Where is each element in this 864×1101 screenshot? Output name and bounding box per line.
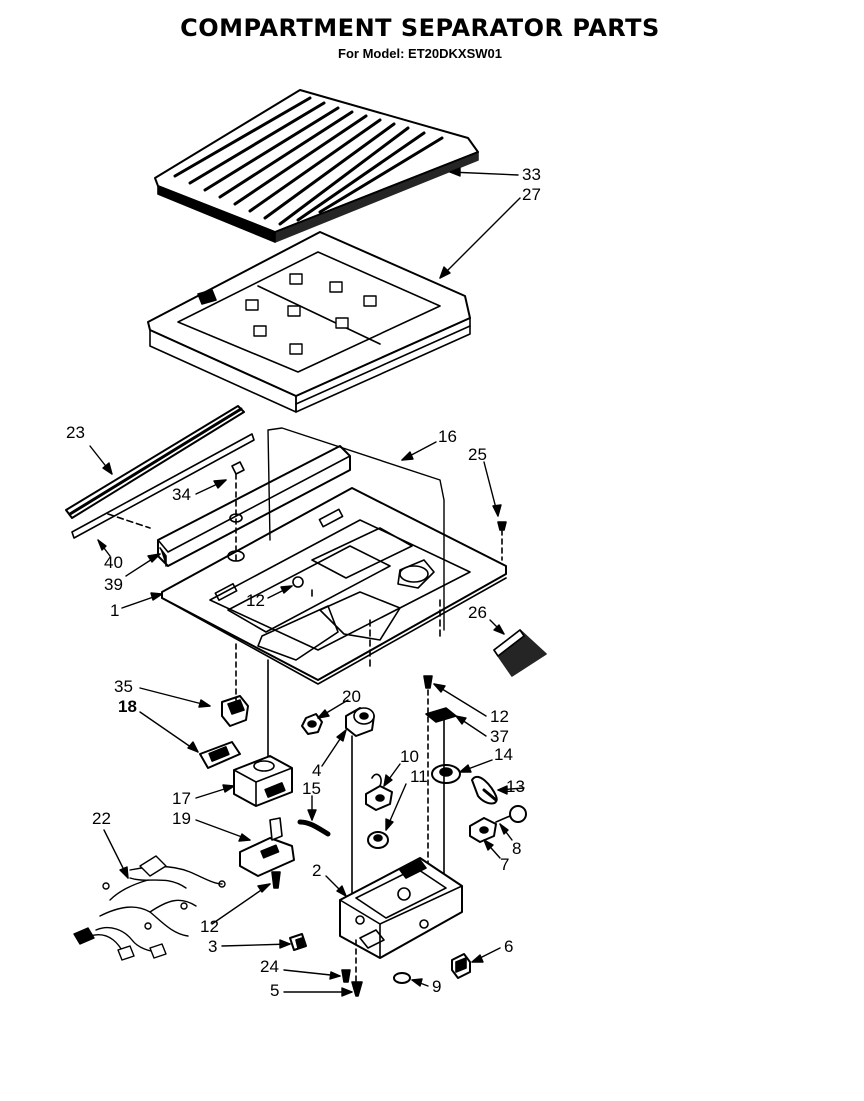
part-8-grommet[interactable] [495, 805, 527, 823]
part-1-separator-base[interactable] [161, 487, 507, 685]
part-40-gasket-strip[interactable] [71, 433, 255, 539]
part-11-knob[interactable] [367, 831, 389, 849]
callout-19: 19 [172, 809, 191, 828]
callout-39: 39 [104, 575, 123, 594]
callout-9: 9 [432, 977, 442, 996]
part-15-tube[interactable] [297, 819, 331, 837]
callout-3: 3 [208, 937, 218, 956]
part-22-wiring-harness[interactable] [73, 855, 226, 961]
page-title: COMPARTMENT SEPARATOR PARTS [180, 14, 660, 42]
callout-8: 8 [512, 839, 522, 858]
part-33-shelf-grille[interactable] [154, 89, 479, 243]
callout-17: 17 [172, 789, 191, 808]
part-19-bracket[interactable] [239, 817, 295, 877]
part-17-control-housing[interactable] [233, 755, 293, 807]
part-37-pad[interactable] [425, 707, 457, 723]
callout-5: 5 [270, 981, 280, 1000]
callout-20: 20 [342, 687, 361, 706]
part-12-plug[interactable] [292, 576, 313, 597]
callout-15: 15 [302, 779, 321, 798]
callout-37: 37 [490, 727, 509, 746]
part-9-plug[interactable] [393, 972, 411, 984]
part-5-screw[interactable] [351, 939, 363, 997]
callout-13: 13 [506, 777, 525, 796]
part-16-heater-wire[interactable] [267, 427, 445, 631]
part-39-divider-bar[interactable] [107, 445, 351, 567]
part-23-trim-strip[interactable] [65, 405, 245, 519]
callout-4: 4 [312, 761, 322, 780]
part-27-shelf-frame[interactable] [147, 231, 471, 413]
part-14-fan-motor[interactable] [431, 719, 461, 891]
part-4-damper[interactable] [345, 707, 375, 737]
part-3-clip[interactable] [289, 933, 307, 951]
leader-lines [89, 167, 525, 997]
callout-40: 40 [104, 553, 123, 572]
callout-34: 34 [172, 485, 191, 504]
part-7-bracket[interactable] [469, 817, 497, 843]
callout-27: 27 [522, 185, 541, 204]
callout-12-lower: 12 [200, 917, 219, 936]
callout-22: 22 [92, 809, 111, 828]
part-35-clip[interactable] [221, 695, 249, 727]
callout-14: 14 [494, 745, 513, 764]
callout-33: 33 [522, 165, 541, 184]
callout-6: 6 [504, 937, 514, 956]
part-20-nut[interactable] [301, 713, 323, 735]
callout-7: 7 [500, 855, 510, 874]
part-2-fan-housing[interactable] [339, 857, 463, 959]
part-24-screw[interactable] [341, 969, 351, 983]
callout-11: 11 [410, 767, 428, 786]
part-18-bezel[interactable] [199, 741, 241, 769]
callout-12-upper: 12 [246, 591, 265, 610]
callout-2: 2 [312, 861, 322, 880]
callout-16: 16 [438, 427, 457, 446]
part-12-screw-lower[interactable] [271, 871, 281, 889]
callout-18: 18 [118, 697, 137, 716]
part-34-screw[interactable] [227, 461, 245, 562]
callout-23: 23 [66, 423, 85, 442]
part-10-thermostat[interactable] [365, 773, 393, 811]
callout-1: 1 [110, 601, 120, 620]
part-25-screw[interactable] [497, 521, 507, 561]
callout-25: 25 [468, 445, 487, 464]
part-13-blade[interactable] [471, 775, 498, 805]
callout-24: 24 [260, 957, 279, 976]
callout-12-right: 12 [490, 707, 509, 726]
model-label: For Model: ET20DKXSW01 [338, 46, 502, 61]
part-6-connector[interactable] [451, 953, 471, 979]
callout-10: 10 [400, 747, 419, 766]
callout-26: 26 [468, 603, 487, 622]
callout-35: 35 [114, 677, 133, 696]
part-26-insulation[interactable] [493, 629, 547, 677]
